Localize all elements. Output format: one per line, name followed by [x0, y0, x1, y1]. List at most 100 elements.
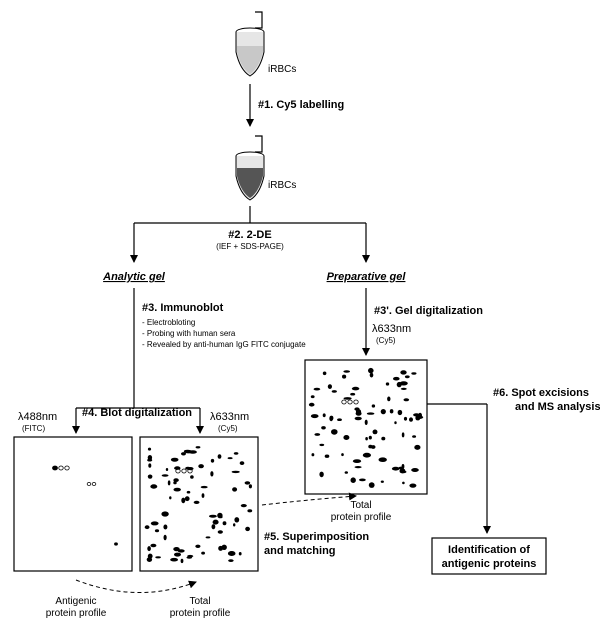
gel-spot	[210, 458, 215, 463]
gel-spot	[347, 399, 353, 405]
wavelength-cy5-gel: λ633nm	[372, 323, 411, 335]
gel-spot	[239, 461, 245, 465]
gel-spot	[389, 409, 394, 414]
gel-spot	[150, 521, 159, 526]
gel-spot	[169, 496, 172, 500]
gel-spot	[353, 399, 359, 405]
gel-spot	[391, 466, 400, 471]
gel-spot	[218, 545, 224, 551]
gel-spot	[385, 382, 390, 386]
antigenic-profile-2: protein profile	[46, 608, 107, 619]
gel-spot	[248, 484, 252, 489]
blot-fitc-panel	[13, 436, 133, 572]
step-3-label: #3. Immunoblot	[142, 302, 224, 314]
gel-spot	[399, 468, 406, 474]
gel-spot	[148, 463, 152, 468]
gel-spot	[341, 399, 347, 405]
gel-spot	[64, 465, 70, 471]
gel-spot	[393, 376, 400, 381]
gel-spot	[234, 517, 240, 523]
gel-spot	[170, 457, 179, 462]
gel-spot	[343, 435, 350, 440]
gel-spot	[173, 478, 179, 482]
gel-spot	[387, 396, 391, 402]
gel-spot	[369, 372, 374, 378]
gel-spot	[217, 512, 223, 519]
gel-spot	[409, 417, 413, 422]
gel-spot	[310, 395, 315, 399]
gel-spot	[311, 453, 315, 457]
gel-spot	[238, 552, 242, 556]
gel-spot	[240, 504, 247, 508]
gel-spot	[362, 452, 371, 458]
gel-spot	[399, 381, 408, 386]
step-3p-label: #3'. Gel digitalization	[374, 305, 483, 317]
gel-spot	[212, 519, 219, 525]
gel-spot	[181, 452, 186, 456]
gel-spot	[355, 409, 362, 414]
gel-spot	[174, 552, 181, 557]
gel-spot	[201, 493, 205, 498]
gel-spot	[331, 390, 337, 393]
step-4-label: #4. Blot digitalization	[82, 407, 192, 419]
gel-spot	[150, 484, 158, 489]
gel-spot	[400, 370, 407, 375]
gel-spot	[154, 529, 160, 533]
gel-spot	[247, 509, 253, 513]
gel-spot	[343, 370, 351, 373]
step-3-item-1: - Electrobloting	[142, 318, 195, 327]
gel-spot	[188, 450, 197, 454]
gel-spot	[211, 524, 216, 530]
gel-spot	[351, 386, 360, 391]
gel-spot	[310, 414, 319, 419]
gel-spot	[327, 384, 332, 389]
gel-spot	[308, 402, 315, 407]
gel-spot	[175, 468, 181, 474]
gel-spot	[217, 454, 222, 459]
gel-spot	[86, 481, 92, 486]
gel-spot	[380, 409, 386, 415]
gel-spot	[201, 551, 206, 555]
total-profile-prep-2: protein profile	[331, 512, 392, 523]
gel-spot	[411, 468, 419, 472]
result-line1: Identification of	[448, 544, 530, 556]
blot-fitc-spots	[52, 465, 118, 546]
gel-spot	[190, 475, 194, 479]
gel-spot	[163, 524, 168, 530]
antigenic-profile-1: Antigenic	[55, 596, 96, 607]
wavelength-fitc-dye: (FITC)	[22, 424, 45, 433]
gel-spot	[210, 471, 214, 477]
step-2-sub: (IEF + SDS-PAGE)	[216, 242, 284, 251]
gel-spot	[170, 557, 179, 562]
gel-spot	[227, 457, 233, 460]
gel-spot	[380, 480, 384, 483]
step-1-label: #1. Cy5 labelling	[258, 99, 344, 111]
gel-spot	[329, 415, 334, 422]
analytic-gel-label: Analytic gel	[102, 271, 166, 283]
total-profile-blot-1: Total	[189, 596, 210, 607]
gel-spot	[227, 551, 236, 556]
gel-spot	[114, 542, 118, 546]
step-3-item-2: - Probing with human sera	[142, 329, 236, 338]
gel-spot	[350, 477, 356, 484]
gel-spot	[217, 530, 223, 534]
gel-spot	[233, 452, 239, 455]
gel-spot	[401, 432, 405, 438]
gel-spot	[195, 446, 201, 449]
gel-spot	[228, 559, 234, 562]
gel-spot	[187, 468, 193, 474]
gel-spot	[418, 412, 422, 418]
gel-spot	[205, 536, 211, 539]
gel-spot	[352, 459, 362, 463]
gel-spot	[397, 409, 403, 416]
wavelength-fitc: λ488nm	[18, 411, 57, 423]
gel-spot	[371, 404, 376, 408]
gel-spot	[359, 478, 366, 482]
gel-spot	[186, 556, 193, 559]
tube-top-icon	[235, 11, 265, 77]
gel-spot	[342, 374, 347, 379]
gel-spot	[244, 481, 251, 485]
gel-spot	[324, 454, 330, 458]
gel-spot	[147, 474, 153, 479]
